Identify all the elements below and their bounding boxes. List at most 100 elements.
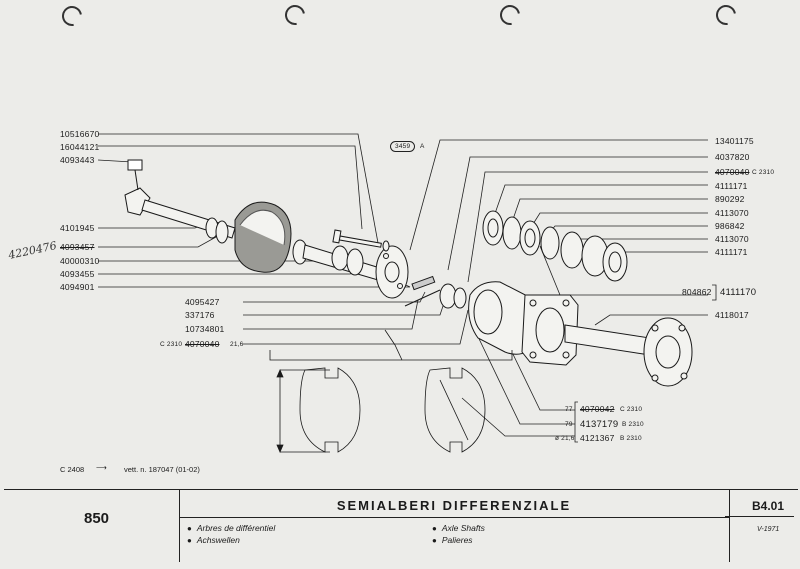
title-english: ● Axle Shafts: [432, 523, 485, 533]
bolt: [338, 235, 382, 248]
title-cell: SEMIALBERI DIFFERENZIALE ● Arbres de diff…: [179, 490, 730, 562]
title-french: ● Arbres de différentiel: [187, 523, 275, 533]
pair-bracket: [712, 284, 717, 301]
title-english-text: Axle Shafts: [441, 523, 485, 533]
detail-frame: [269, 350, 513, 361]
leader-line: [491, 184, 708, 223]
leader-line: [594, 314, 708, 326]
leader-line: [97, 159, 134, 163]
model-number: 850: [84, 510, 110, 527]
spring: [411, 275, 436, 291]
part-label: 4093457: [60, 242, 95, 252]
title-french-text: Arbres de différentiel: [196, 523, 276, 533]
part-note: B 2310: [620, 435, 642, 442]
divider: [725, 516, 794, 517]
bullet-icon: ●: [432, 536, 437, 545]
part-label: 4118017: [715, 310, 749, 320]
part-label: 4070040: [715, 167, 750, 177]
sheet-code: B4.01: [752, 499, 785, 513]
part-label: 337176: [185, 310, 215, 320]
part-label: 4113070: [715, 208, 749, 218]
title-spanish: ● Palieres: [432, 535, 473, 545]
nut: [439, 283, 457, 309]
part-note: C 2310: [620, 406, 643, 413]
part-label: 986842: [715, 221, 745, 231]
leader-line: [509, 347, 575, 411]
part-label: 13401175: [715, 136, 754, 146]
leader-line: [98, 145, 363, 230]
reference-tag-number: 3459: [395, 143, 411, 150]
part-label: 4101945: [60, 223, 95, 233]
part-note: C 2310: [160, 341, 183, 348]
leader-line: [243, 291, 426, 303]
output-shaft: [564, 324, 651, 356]
part-label: 4137179: [580, 419, 619, 430]
part-label: 16044121: [60, 142, 100, 152]
part-label: 40000310: [60, 256, 100, 266]
title-german: ● Achswellen: [187, 535, 240, 545]
part-label: 4111171: [715, 181, 748, 191]
detail-pointer: [384, 329, 403, 361]
spline-collar: [346, 248, 364, 276]
part-label: 4113070: [715, 234, 749, 244]
leader-line: [243, 299, 419, 330]
part-label: 4093455: [60, 269, 95, 279]
footnote-code: C 2408: [60, 465, 85, 474]
part-note: 21,6: [230, 341, 244, 348]
part-prefix: ø 21,6: [555, 435, 575, 442]
leader-line: [461, 397, 575, 437]
sheet-title: SEMIALBERI DIFFERENZIALE: [336, 498, 572, 513]
leader-line: [98, 267, 373, 275]
part-label: 4037820: [715, 152, 750, 162]
nut: [453, 287, 467, 309]
bearing: [502, 216, 522, 250]
part-label: 890292: [715, 194, 745, 204]
part-prefix: 79: [565, 421, 573, 428]
bullet-icon: ●: [187, 524, 192, 533]
part-label: 804862: [682, 287, 712, 297]
part-label: 4111170: [720, 287, 757, 298]
group-bracket: [574, 401, 578, 443]
leader-line: [467, 171, 708, 283]
model-cell: 850: [4, 490, 180, 562]
part-label: 4070042: [580, 404, 615, 414]
spline-collar: [331, 245, 349, 271]
part-label: 4094901: [60, 282, 95, 292]
bullet-icon: ●: [187, 536, 192, 545]
footnote-arrow: ⟶: [96, 463, 107, 472]
section-view-right: [424, 367, 486, 453]
title-german-text: Achswellen: [196, 535, 240, 545]
footnote-text: vett. n. 187047 (01-02): [124, 465, 200, 474]
leader-line: [98, 279, 411, 288]
part-label: 10516670: [60, 129, 100, 139]
exploded-view-diagram: [97, 133, 717, 454]
part-label: 4070040: [185, 339, 220, 349]
part-note: B 2310: [622, 421, 644, 428]
title-spanish-text: Palieres: [441, 535, 473, 545]
boot-ring: [215, 220, 229, 244]
leader-line: [98, 133, 379, 244]
washer: [382, 240, 390, 252]
leader-line: [409, 139, 708, 251]
part-prefix: 77: [565, 406, 573, 413]
bearing: [560, 231, 584, 269]
part-label: 4111171: [715, 247, 748, 257]
divider: [179, 517, 729, 518]
bearing: [540, 226, 560, 260]
sheet-date: V-1971: [757, 526, 780, 533]
reference-letter: A: [420, 143, 425, 150]
part-label: 10734801: [185, 324, 225, 334]
part-note: C 2310: [752, 169, 775, 176]
bullet-icon: ●: [432, 524, 437, 533]
grease-nipple: [127, 159, 143, 171]
part-label: 4093443: [60, 155, 95, 165]
leader-line: [98, 255, 327, 262]
title-block: 850 SEMIALBERI DIFFERENZIALE ● Arbres de …: [4, 489, 798, 562]
leader-line: [98, 231, 226, 248]
section-view-left: [299, 367, 361, 453]
leader-line: [447, 156, 708, 271]
leader-line: [243, 309, 469, 345]
reference-tag: 3459: [390, 141, 416, 152]
part-label: 4095427: [185, 297, 220, 307]
